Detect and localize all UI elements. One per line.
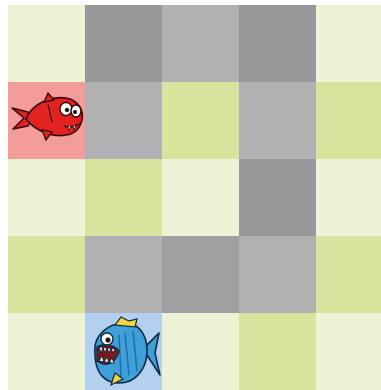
board-cell-r2-c0[interactable] — [8, 159, 85, 236]
board-cell-r1-c0[interactable] — [8, 82, 85, 159]
board-cell-r3-c3[interactable] — [239, 236, 316, 313]
board-cell-r3-c0[interactable] — [8, 236, 85, 313]
board-cell-r3-c1[interactable] — [85, 236, 162, 313]
board-cell-r2-c4[interactable] — [316, 159, 381, 236]
blue-piranha-icon[interactable] — [85, 313, 162, 390]
board-cell-r4-c3[interactable] — [239, 313, 316, 390]
board-cell-r0-c4[interactable] — [316, 5, 381, 82]
board-cell-r0-c0[interactable] — [8, 5, 85, 82]
board-cell-r2-c2[interactable] — [162, 159, 239, 236]
board-cell-r0-c3[interactable] — [239, 5, 316, 82]
board-cell-r2-c1[interactable] — [85, 159, 162, 236]
board-cell-r4-c4[interactable] — [316, 313, 381, 390]
board-cell-r1-c1[interactable] — [85, 82, 162, 159]
board-cell-r3-c4[interactable] — [316, 236, 381, 313]
board-cell-r2-c3[interactable] — [239, 159, 316, 236]
board-cell-r1-c3[interactable] — [239, 82, 316, 159]
board-cell-r4-c0[interactable] — [8, 313, 85, 390]
board-cell-r1-c4[interactable] — [316, 82, 381, 159]
board-cell-r3-c2[interactable] — [162, 236, 239, 313]
board-cell-r1-c2[interactable] — [162, 82, 239, 159]
board-cell-r0-c2[interactable] — [162, 5, 239, 82]
red-fish-icon[interactable] — [8, 82, 85, 159]
board-cell-r0-c1[interactable] — [85, 5, 162, 82]
board-cell-r4-c1[interactable] — [85, 313, 162, 390]
game-board — [8, 5, 381, 390]
board-cell-r4-c2[interactable] — [162, 313, 239, 390]
